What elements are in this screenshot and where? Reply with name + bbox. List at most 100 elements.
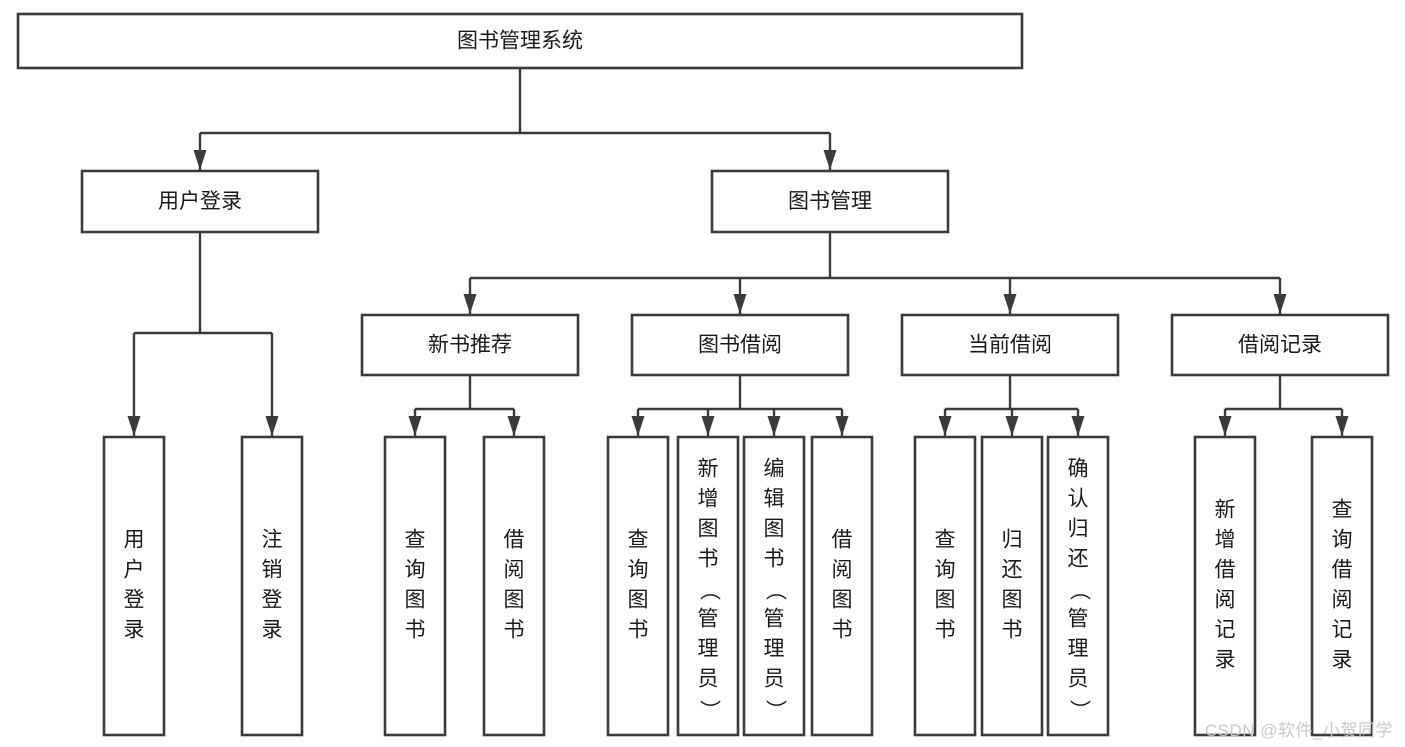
- node-leaf-add-book-label-char: ）: [697, 700, 720, 721]
- node-book-manage-label: 图书管理: [788, 190, 872, 213]
- node-leaf-user-login-label-char: 录: [124, 619, 145, 642]
- node-leaf-borrow-book-1-label-char: 图: [504, 589, 525, 612]
- node-new-book-rec[interactable]: 新书推荐: [360, 313, 580, 377]
- node-leaf-borrow-book-2-label-char: 阅: [832, 559, 853, 582]
- node-book-manage[interactable]: 图书管理: [710, 169, 950, 234]
- arrow-head-icon-leaf-edit-book: [767, 416, 781, 436]
- arrow-head-icon-leaf-add-record: [1218, 416, 1232, 436]
- node-leaf-add-book-label-char: 员: [698, 668, 719, 691]
- node-leaf-edit-book-box[interactable]: [742, 435, 806, 737]
- node-leaf-add-record-label-char: 录: [1215, 649, 1236, 672]
- node-leaf-confirm-return-label-char: 员: [1068, 668, 1089, 691]
- node-current-borrow-label: 当前借阅: [968, 334, 1052, 357]
- node-leaf-edit-book-label-char: 图: [764, 518, 785, 541]
- node-leaf-borrow-book-2-label-char: 借: [832, 529, 853, 552]
- node-leaf-query-record-label-char: 借: [1332, 559, 1353, 582]
- arrow-head-icon-leaf-query-book-2: [631, 416, 645, 436]
- node-leaf-query-book-2-box[interactable]: [606, 435, 670, 737]
- node-leaf-confirm-return-label-char: 认: [1068, 488, 1089, 511]
- node-leaf-confirm-return-label-char: （: [1067, 580, 1090, 601]
- node-current-borrow[interactable]: 当前借阅: [900, 313, 1120, 377]
- node-leaf-query-book-2-label-char: 查: [628, 529, 649, 552]
- node-leaf-add-book-label-char: 图: [698, 518, 719, 541]
- arrow-head-icon-user-login: [193, 150, 207, 170]
- node-new-book-rec-label: 新书推荐: [428, 334, 512, 357]
- arrow-head-icon-book-manage: [823, 150, 837, 170]
- node-leaf-query-book-2-label-char: 图: [628, 589, 649, 612]
- arrow-head-icon-leaf-borrow-book-1: [507, 416, 521, 436]
- node-current-borrow-box[interactable]: [900, 313, 1120, 377]
- node-book-borrow[interactable]: 图书借阅: [630, 313, 850, 377]
- node-leaf-query-book-3-label-char: 询: [935, 559, 956, 582]
- node-leaf-user-logout-box[interactable]: [240, 435, 304, 737]
- node-leaf-edit-book-label-char: 辑: [764, 488, 785, 511]
- nodes-layer: 图书管理系统用户登录图书管理新书推荐图书借阅当前借阅借阅记录用户登录注销登录查询…: [16, 12, 1390, 737]
- node-root-box[interactable]: [16, 12, 1024, 70]
- arrow-head-icon-leaf-add-book: [701, 416, 715, 436]
- node-leaf-query-book-3-label-char: 图: [935, 589, 956, 612]
- node-borrow-record-label: 借阅记录: [1238, 334, 1322, 357]
- arrow-head-icon-leaf-query-record: [1335, 416, 1349, 436]
- node-leaf-add-book-label-char: 理: [698, 638, 719, 661]
- node-leaf-confirm-return-box[interactable]: [1046, 435, 1110, 737]
- node-root[interactable]: 图书管理系统: [16, 12, 1024, 70]
- arrow-head-icon-leaf-query-book-1: [408, 416, 422, 436]
- node-book-manage-box[interactable]: [710, 169, 950, 234]
- node-leaf-query-book-3-box[interactable]: [913, 435, 977, 737]
- arrow-head-icon-current-borrow: [1003, 294, 1017, 314]
- node-book-borrow-box[interactable]: [630, 313, 850, 377]
- node-leaf-return-book-box[interactable]: [980, 435, 1044, 737]
- node-leaf-query-book-1-box[interactable]: [383, 435, 447, 737]
- node-leaf-borrow-book-1-box[interactable]: [482, 435, 546, 737]
- node-leaf-return-book-label-char: 图: [1002, 589, 1023, 612]
- node-leaf-edit-book-label-char: 书: [764, 548, 785, 571]
- node-leaf-add-record-label-char: 新: [1215, 499, 1236, 522]
- node-leaf-user-login[interactable]: 用户登录: [102, 435, 166, 737]
- arrow-head-icon-leaf-user-login: [127, 416, 141, 436]
- node-leaf-return-book-label-char: 书: [1002, 619, 1023, 642]
- node-leaf-query-record-box[interactable]: [1310, 435, 1374, 737]
- arrow-head-icon-leaf-borrow-book-2: [835, 416, 849, 436]
- node-leaf-confirm-return-label-char: 确: [1068, 458, 1089, 481]
- arrow-head-icon-leaf-query-book-3: [938, 416, 952, 436]
- node-leaf-query-record-label-char: 录: [1332, 649, 1353, 672]
- node-leaf-user-login-label-char: 户: [124, 559, 145, 582]
- node-borrow-record[interactable]: 借阅记录: [1170, 313, 1390, 377]
- connectors-layer: [127, 68, 1349, 436]
- node-leaf-user-logout-label-char: 登: [262, 589, 283, 612]
- node-leaf-user-logout-label-char: 销: [262, 559, 283, 582]
- node-leaf-user-login-box[interactable]: [102, 435, 166, 737]
- node-leaf-confirm-return-label-char: 还: [1068, 548, 1089, 571]
- node-new-book-rec-box[interactable]: [360, 313, 580, 377]
- node-leaf-query-record-label-char: 查: [1332, 499, 1353, 522]
- node-leaf-confirm-return-label-char: 管: [1068, 608, 1089, 631]
- node-leaf-borrow-book-2-label-char: 书: [832, 619, 853, 642]
- node-leaf-add-book-label-char: （: [697, 580, 720, 601]
- node-leaf-confirm-return-label-char: 理: [1068, 638, 1089, 661]
- node-user-login-label: 用户登录: [158, 190, 242, 213]
- node-user-login-box[interactable]: [80, 169, 320, 234]
- node-leaf-user-logout-label-char: 录: [262, 619, 283, 642]
- node-leaf-add-book-box[interactable]: [676, 435, 740, 737]
- node-user-login[interactable]: 用户登录: [80, 169, 320, 234]
- node-leaf-add-record-label-char: 借: [1215, 559, 1236, 582]
- node-leaf-add-record-box[interactable]: [1193, 435, 1257, 737]
- node-leaf-query-book-3-label-char: 查: [935, 529, 956, 552]
- node-leaf-return-book-label-char: 归: [1002, 529, 1023, 552]
- node-leaf-borrow-book-2-box[interactable]: [810, 435, 874, 737]
- node-leaf-query-book-2-label-char: 书: [628, 619, 649, 642]
- node-borrow-record-box[interactable]: [1170, 313, 1390, 377]
